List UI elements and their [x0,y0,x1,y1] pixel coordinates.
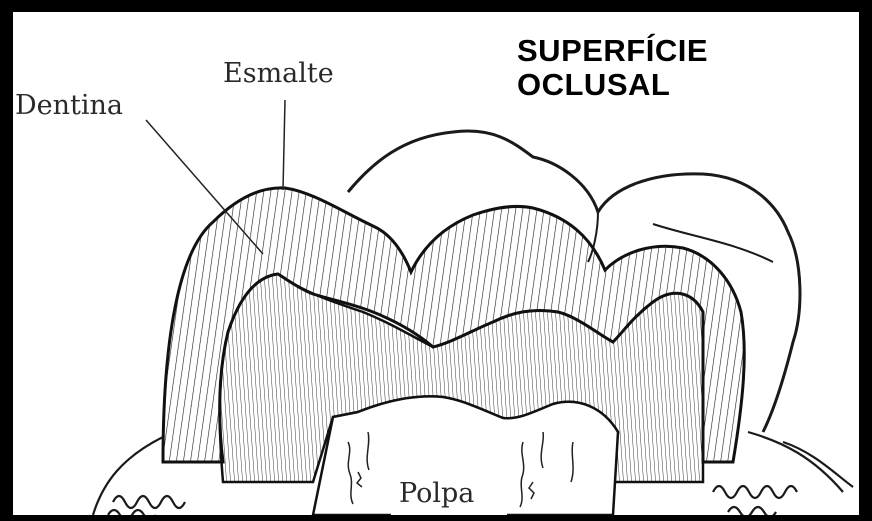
pulp-label: Polpa [399,480,474,507]
diagram-title: SUPERFÍCIE OCLUSAL [517,34,708,102]
title-line-1: SUPERFÍCIE [517,34,708,68]
enamel-leader-line [283,100,285,190]
tooth-cross-section-illustration [13,12,859,515]
title-line-2: OCLUSAL [517,68,708,102]
dentin-label: Dentina [15,92,123,119]
enamel-label: Esmalte [223,60,334,87]
